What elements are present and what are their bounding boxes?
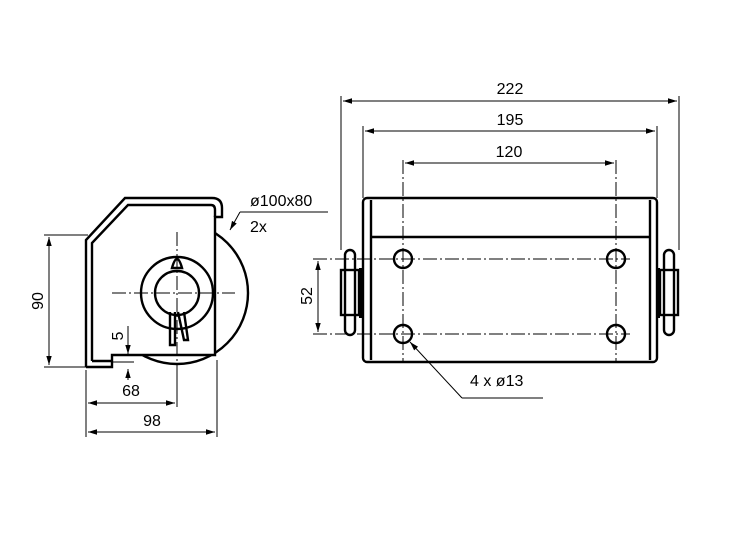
dim-base-thickness: 5 — [110, 331, 127, 340]
dim-hole-spacing-x: 120 — [496, 144, 523, 161]
housing-outline — [84, 196, 224, 367]
dim-hole-spacing-y: 52 — [299, 287, 316, 305]
label-roller-qty: 2x — [250, 219, 267, 236]
dim-overall-length: 222 — [497, 81, 524, 98]
top-view-dimensions: 222 195 120 52 4 x ø13 — [299, 81, 680, 399]
side-view — [84, 196, 250, 372]
pin-left — [339, 248, 362, 337]
label-holes: 4 x ø13 — [470, 373, 523, 390]
pin-right — [657, 248, 680, 337]
dim-mounting-length: 195 — [497, 112, 524, 129]
dim-axis-offset: 68 — [122, 383, 140, 400]
side-view-dimensions: 90 68 98 5 ø100x80 2x — [30, 193, 328, 437]
label-roller: ø100x80 — [250, 193, 312, 210]
top-view — [313, 160, 680, 364]
dim-height: 90 — [30, 292, 47, 310]
dim-width: 98 — [143, 413, 161, 430]
mounting-holes — [392, 248, 627, 345]
